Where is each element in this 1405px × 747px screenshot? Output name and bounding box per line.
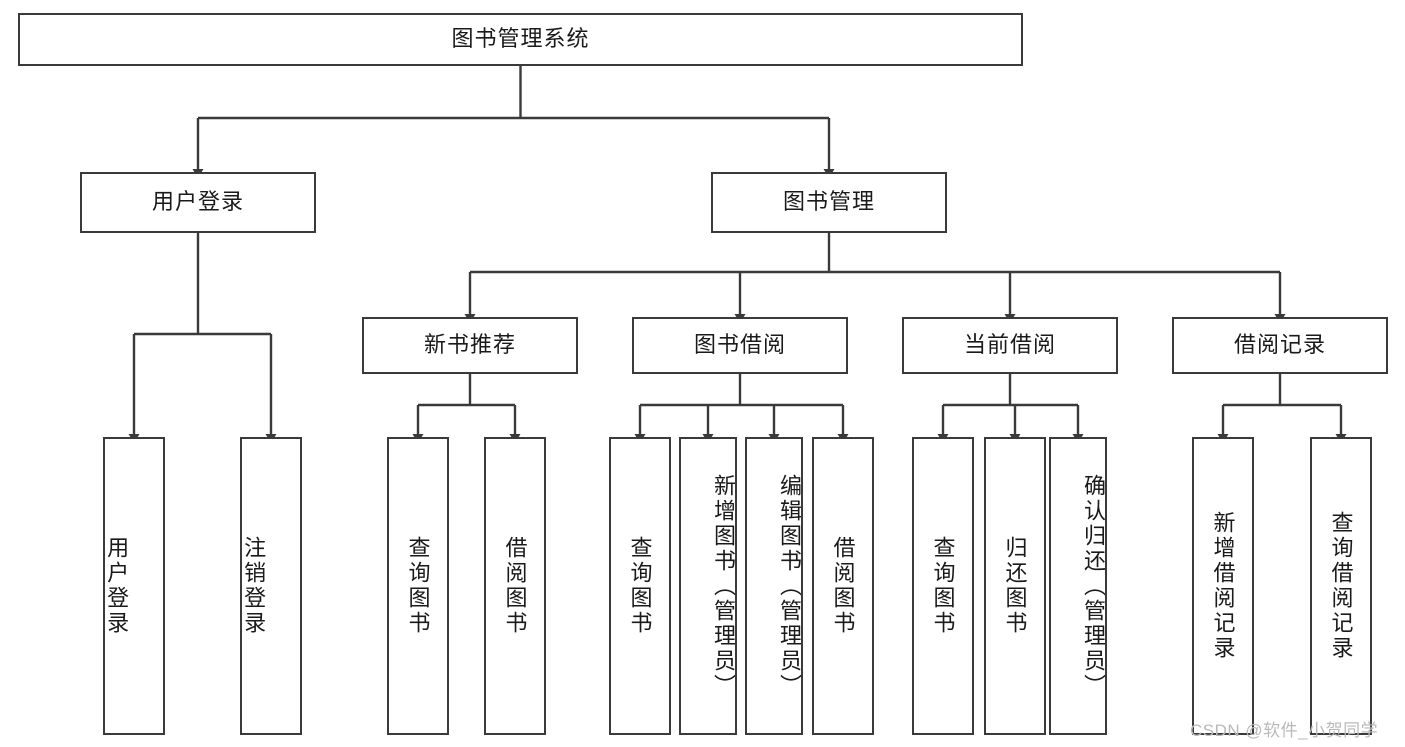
node-label: 编辑图书（管理员） [777, 473, 802, 699]
node-label: 当前借阅 [963, 332, 1056, 358]
node-label: 图书管理 [782, 189, 875, 215]
node-label: 注销登录 [241, 536, 267, 636]
node-label: 图书管理系统 [451, 26, 590, 52]
node-label: 归还图书 [1002, 536, 1028, 636]
node-leaf_queryrec[interactable]: 查询借阅记录 [1310, 437, 1372, 735]
node-leaf_query3[interactable]: 查询图书 [912, 437, 974, 735]
node-label: 用户登录 [151, 189, 244, 215]
node-label: 新书推荐 [423, 332, 516, 358]
node-leaf_query1[interactable]: 查询图书 [387, 437, 449, 735]
node-leaf_addrec[interactable]: 新增借阅记录 [1192, 437, 1254, 735]
node-leaf_login[interactable]: 用户登录 [103, 437, 165, 735]
node-label: 新增图书（管理员） [711, 473, 736, 699]
node-label: 借阅图书 [830, 536, 856, 636]
node-leaf_addbook[interactable]: 新增图书（管理员） [679, 437, 737, 735]
node-label: 图书借阅 [693, 332, 786, 358]
node-borrow_record[interactable]: 借阅记录 [1172, 317, 1388, 374]
node-book_manage[interactable]: 图书管理 [711, 172, 947, 233]
node-label: 查询图书 [405, 536, 431, 636]
watermark-label: CSDN @软件_小贺同学 [1190, 721, 1379, 740]
node-user_login[interactable]: 用户登录 [80, 172, 316, 233]
node-label: 查询图书 [930, 536, 956, 636]
node-label: 查询借阅记录 [1328, 511, 1354, 661]
node-book_borrow[interactable]: 图书借阅 [632, 317, 848, 374]
node-leaf_logout[interactable]: 注销登录 [240, 437, 302, 735]
node-current_borrow[interactable]: 当前借阅 [902, 317, 1118, 374]
node-leaf_confirm[interactable]: 确认归还（管理员） [1049, 437, 1107, 735]
node-leaf_borrow2[interactable]: 借阅图书 [812, 437, 874, 735]
node-label: 新增借阅记录 [1210, 511, 1236, 661]
node-leaf_return[interactable]: 归还图书 [984, 437, 1046, 735]
node-label: 借阅记录 [1233, 332, 1326, 358]
node-leaf_borrow1[interactable]: 借阅图书 [484, 437, 546, 735]
node-label: 确认归还（管理员） [1081, 473, 1106, 699]
node-root[interactable]: 图书管理系统 [18, 13, 1023, 66]
node-leaf_query2[interactable]: 查询图书 [609, 437, 671, 735]
node-label: 查询图书 [627, 536, 653, 636]
node-new_book_rec[interactable]: 新书推荐 [362, 317, 578, 374]
node-label: 用户登录 [104, 536, 130, 636]
node-label: 借阅图书 [502, 536, 528, 636]
node-leaf_editbook[interactable]: 编辑图书（管理员） [745, 437, 803, 735]
